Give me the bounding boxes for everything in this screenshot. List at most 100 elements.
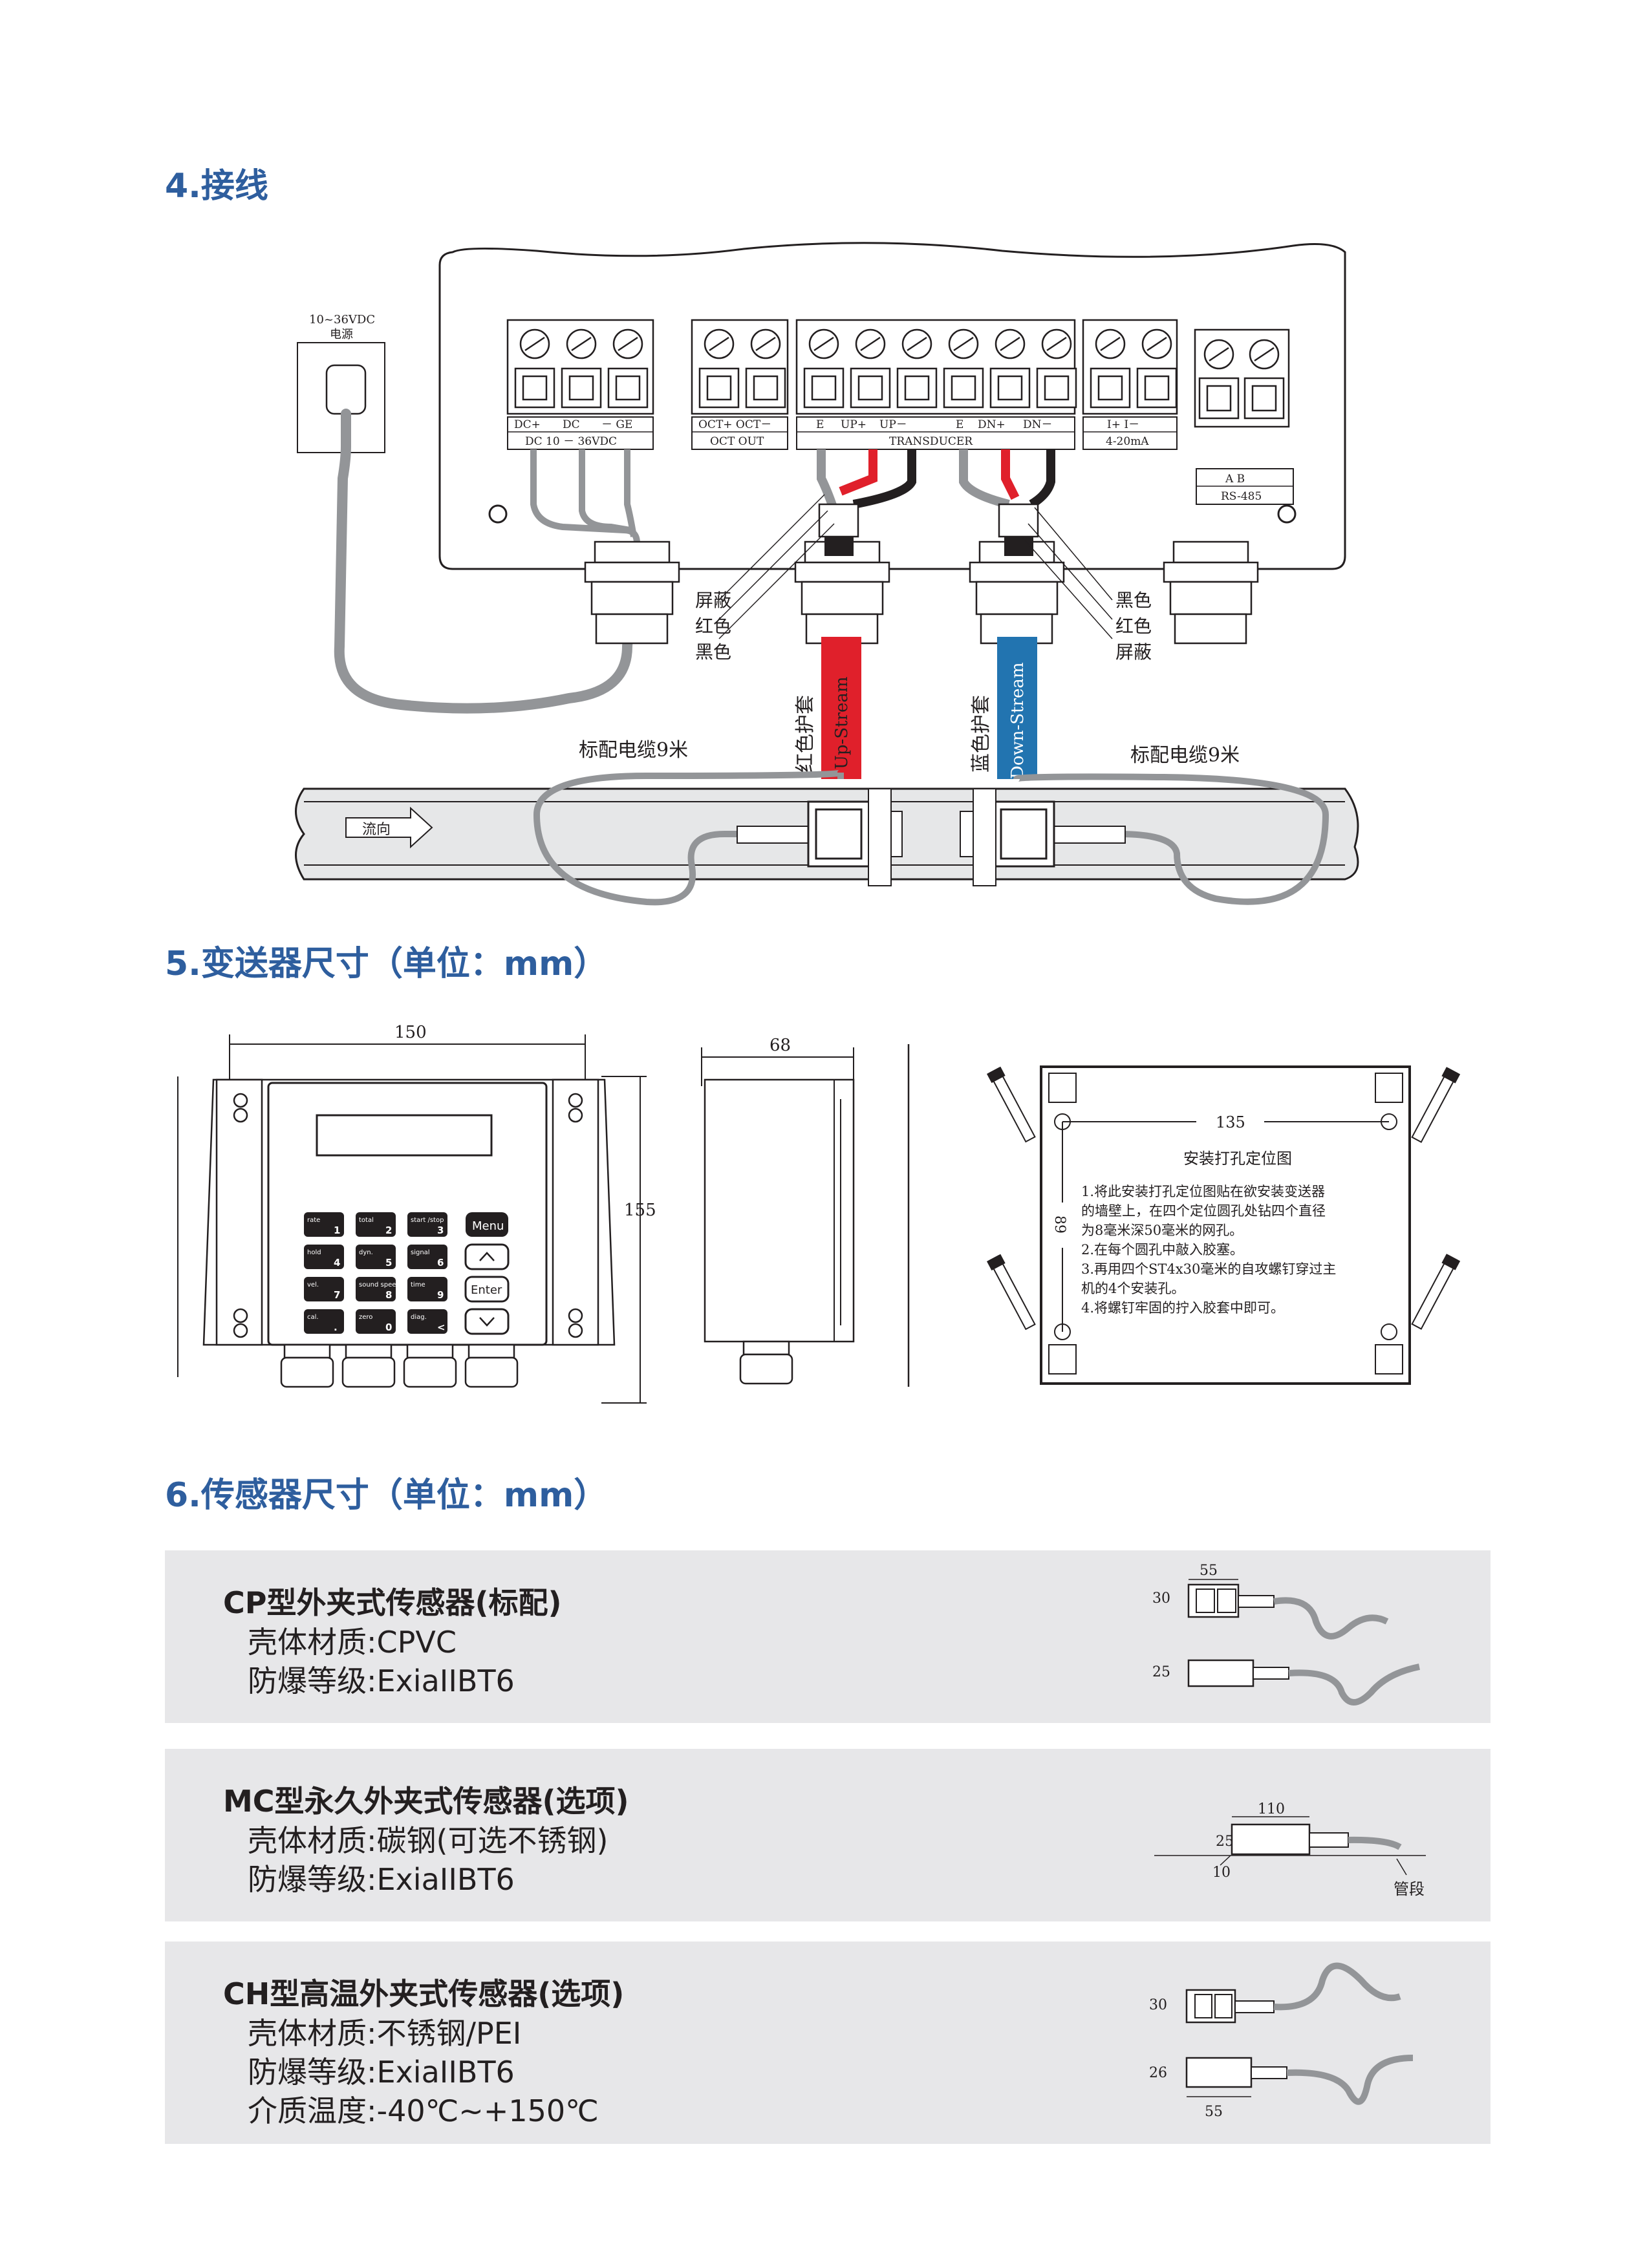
mc-dim-110: 110 [1258, 1801, 1285, 1817]
dc-plus-label: DC+ [514, 418, 541, 431]
keypad-key[interactable]: hold 4 [304, 1245, 344, 1269]
label-black-left: 黑色 [695, 641, 731, 663]
label-shield-right: 屏蔽 [1115, 641, 1152, 663]
svg-text:diag.: diag. [411, 1314, 427, 1321]
trans-dn-plus: DN+ [978, 418, 1006, 431]
label-black-right: 黑色 [1115, 590, 1152, 611]
svg-text:4: 4 [334, 1257, 340, 1268]
section-title-wiring: 4.接线 [165, 167, 268, 206]
dc-label: DC [563, 418, 580, 431]
mount-width-dim: 135 [1216, 1113, 1245, 1131]
mc-pipe-label: 管段 [1394, 1880, 1425, 1898]
cp-dim-25: 25 [1152, 1664, 1170, 1680]
svg-text:signal: signal [411, 1249, 430, 1256]
trans-up-plus: UP+ [841, 418, 866, 431]
mount-title: 安装打孔定位图 [1183, 1150, 1292, 1168]
trans-dn-minus: DN－ [1023, 418, 1053, 431]
rs-ab-label: A B [1225, 473, 1245, 486]
blue-sleeve-cable [997, 637, 1037, 779]
sensor-ch-line-2: 防爆等级:ExiaIIBT6 [248, 2055, 515, 2090]
sensor-ch-drawing: 30 26 55 [1149, 1962, 1414, 2120]
mount-instruction-line: 1.将此安装打孔定位图贴在欲安装变送器 [1081, 1184, 1325, 1199]
svg-text:hold: hold [307, 1249, 321, 1256]
ma-label: I+ I－ [1107, 418, 1139, 431]
terminal-screws [514, 328, 1285, 420]
oct-out-label: OCT OUT [710, 435, 764, 448]
label-red-right: 红色 [1115, 615, 1152, 637]
svg-text:time: time [411, 1281, 425, 1289]
side-view: 68 [701, 1036, 855, 1385]
mount-instruction-line: 3.再用四个ST4x30毫米的自攻螺钉穿过主 [1081, 1261, 1336, 1277]
svg-text:.: . [334, 1321, 338, 1333]
mount-instruction-line: 的墙壁上，在四个定位圆孔处钻四个直径 [1081, 1203, 1326, 1219]
mounting-template: 135 89 安装打孔定位图 1.将此安装打孔定位图贴在欲安装变送器的墙壁上，在… [986, 1065, 1461, 1385]
svg-text:6: 6 [437, 1257, 444, 1268]
down-stream-label: Down-Stream [1008, 662, 1028, 779]
keypad-key[interactable]: signal 6 [407, 1245, 447, 1269]
sensor-panel-ch: CH型高温外夹式传感器(选项) 壳体材质:不锈钢/PEI 防爆等级:ExiaII… [165, 1942, 1491, 2144]
keypad-key[interactable]: vel. 7 [304, 1277, 344, 1301]
mc-dim-10: 10 [1212, 1865, 1231, 1881]
section-title-sensor-dims: 6.传感器尺寸（单位：mm） [165, 1476, 608, 1515]
sensor-cp-drawing: 55 30 25 [1152, 1563, 1421, 1706]
transducer-label: TRANSDUCER [889, 435, 973, 448]
sensor-cp-line-1: 壳体材质:CPVC [248, 1625, 457, 1660]
mount-instruction-line: 4.将螺钉牢固的拧入胶套中即可。 [1081, 1300, 1284, 1316]
sensor-ch-line-1: 壳体材质:不锈钢/PEI [248, 2016, 522, 2051]
svg-text:7: 7 [334, 1289, 340, 1301]
label-shield-left: 屏蔽 [695, 590, 731, 611]
rs485-label: RS-485 [1221, 490, 1262, 503]
side-depth-dim: 68 [770, 1036, 791, 1055]
label-red-left: 红色 [695, 615, 731, 637]
ma-range-label: 4-20mA [1106, 435, 1149, 448]
dc-range-label: DC 10 － 36VDC [525, 435, 617, 448]
svg-text:2: 2 [385, 1225, 392, 1236]
sensor-mc-line-2: 防爆等级:ExiaIIBT6 [248, 1862, 515, 1897]
cp-dim-30: 30 [1152, 1590, 1170, 1607]
svg-text:3: 3 [437, 1225, 444, 1236]
enter-key-label: Enter [471, 1283, 502, 1297]
svg-text:zero: zero [359, 1314, 372, 1321]
cable-length-right: 标配电缆9米 [1130, 744, 1240, 767]
svg-text:0: 0 [385, 1321, 392, 1333]
sensor-mc-line-1: 壳体材质:碳钢(可选不锈钢) [248, 1823, 608, 1858]
sensor-ch-title: CH型高温外夹式传感器(选项) [223, 1976, 625, 2011]
keypad-key[interactable]: dyn. 5 [356, 1245, 396, 1269]
svg-text:vel.: vel. [307, 1281, 319, 1289]
ch-dim-55: 55 [1205, 2104, 1223, 2120]
power-source-label: 电源 [330, 328, 353, 341]
keypad-key[interactable]: cal.. [304, 1309, 344, 1334]
svg-text:5: 5 [385, 1257, 392, 1268]
menu-key-label: Menu [472, 1219, 504, 1233]
svg-text:8: 8 [385, 1289, 392, 1301]
up-stream-label: Up-Stream [832, 676, 852, 769]
sensor-panel-mc: MC型永久外夹式传感器(选项) 壳体材质:碳钢(可选不锈钢) 防爆等级:Exia… [165, 1749, 1491, 1921]
front-width-dim: 150 [394, 1023, 427, 1042]
svg-text:<: < [437, 1321, 446, 1333]
mc-dim-25: 25 [1216, 1834, 1234, 1850]
trans-e1: E [816, 418, 824, 431]
sensor-mc-title: MC型永久外夹式传感器(选项) [223, 1784, 629, 1819]
power-voltage-label: 10~36VDC [309, 313, 375, 326]
ge-label: － GE [601, 418, 632, 431]
mount-height-dim: 89 [1051, 1215, 1068, 1234]
ch-dim-30: 30 [1149, 1997, 1167, 2013]
mount-instruction-line: 机的4个安装孔。 [1081, 1281, 1185, 1296]
section-title-transmitter-dims: 5.变送器尺寸（单位：mm） [165, 945, 608, 983]
keypad-key[interactable]: total 2 [356, 1212, 396, 1237]
keypad-key[interactable]: diag. < [407, 1309, 447, 1334]
svg-text:1: 1 [334, 1225, 340, 1236]
svg-text:dyn.: dyn. [359, 1249, 373, 1256]
blue-sleeve-label: 蓝色护套 [970, 695, 993, 773]
sensor-cp-title: CP型外夹式传感器(标配) [223, 1585, 562, 1620]
svg-text:total: total [359, 1217, 374, 1224]
front-height-dim: 155 [624, 1201, 656, 1220]
keypad-key[interactable]: zero 0 [356, 1309, 396, 1334]
red-sleeve-label: 红色护套 [794, 695, 817, 773]
sensor-cp-line-2: 防爆等级:ExiaIIBT6 [248, 1664, 515, 1698]
